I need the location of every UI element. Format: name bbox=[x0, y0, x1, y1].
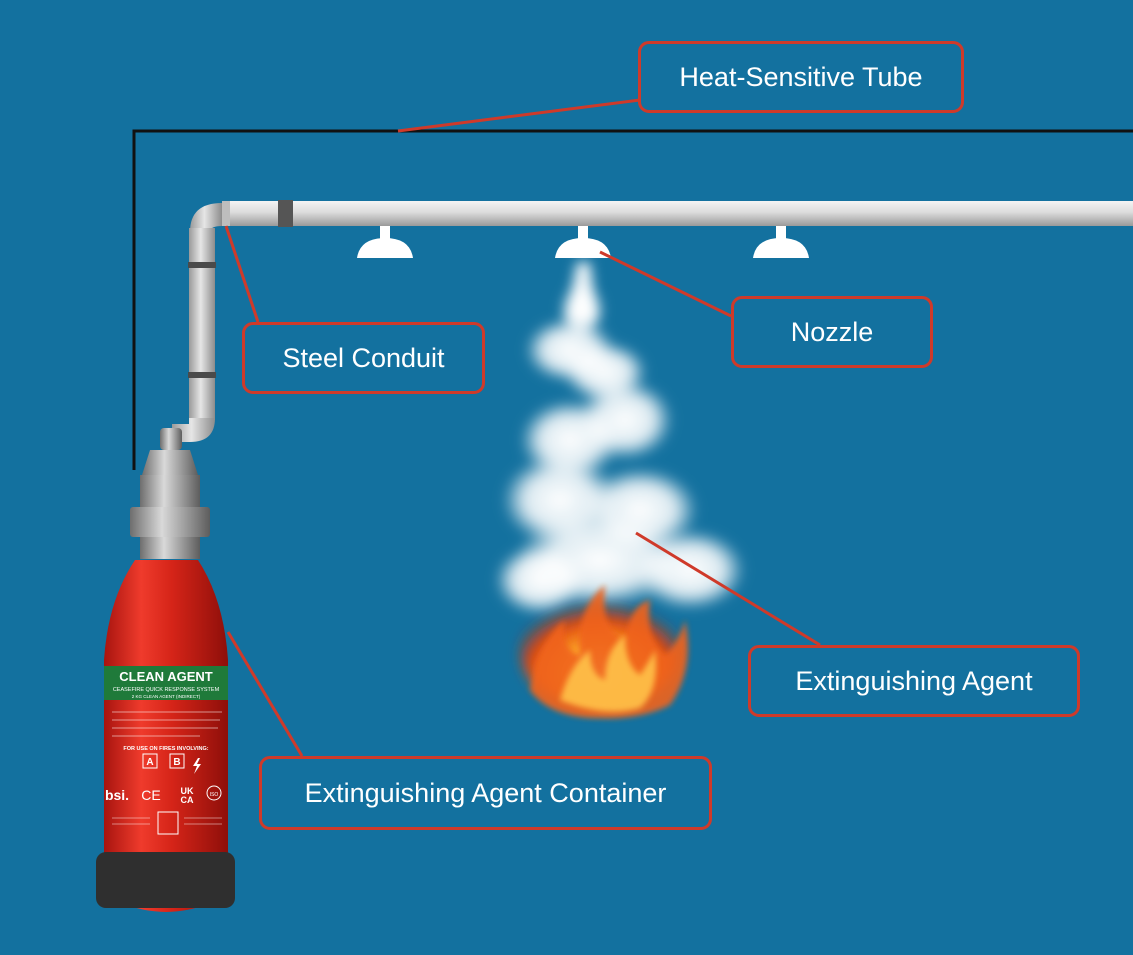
cylinder-mark-iso: ISO bbox=[210, 792, 219, 798]
heat-sensitive-tube-label: Heat-Sensitive Tube bbox=[679, 61, 923, 92]
leader-heat-tube bbox=[397, 98, 641, 133]
class-a-fire-icon: A bbox=[142, 753, 158, 769]
steel-conduit-vertical bbox=[189, 228, 215, 420]
conduit-end bbox=[222, 201, 230, 226]
extinguishing-agent-label: Extinguishing Agent bbox=[795, 665, 1033, 696]
nozzle-2 bbox=[555, 226, 611, 258]
extinguishing-agent-container-callout: Extinguishing Agent Container bbox=[259, 756, 712, 830]
cylinder-label-band bbox=[104, 666, 228, 700]
steel-conduit-horizontal bbox=[222, 201, 1133, 226]
leader-agent bbox=[635, 531, 821, 647]
nozzle-label: Nozzle bbox=[790, 316, 874, 347]
cylinder-logo-box bbox=[157, 811, 179, 835]
cylinder-mark-ce: CE bbox=[141, 787, 160, 803]
extinguishing-agent-container-label: Extinguishing Agent Container bbox=[304, 777, 667, 808]
cylinder-label-subtitle: CEASEFIRE QUICK RESPONSE SYSTEM bbox=[113, 687, 220, 693]
leader-nozzle bbox=[599, 250, 732, 318]
cylinder-use-on: FOR USE ON FIRES INVOLVING: bbox=[123, 746, 208, 752]
svg-text:A: A bbox=[146, 757, 153, 768]
fire bbox=[520, 585, 688, 719]
extinguishing-agent-container: CLEAN AGENT CEASEFIRE QUICK RESPONSE SYS… bbox=[96, 560, 235, 912]
leader-steel-conduit bbox=[224, 225, 260, 323]
cylinder-mark-bsi: bsi. bbox=[105, 787, 129, 803]
cylinder-label-detail: 2 KG CLEAN AGENT (INDIRECT) bbox=[132, 694, 201, 699]
cylinder-valve bbox=[130, 428, 210, 559]
conduit-coupling-vertical-2 bbox=[188, 372, 216, 378]
class-b-fire-icon: B bbox=[169, 753, 185, 769]
extinguishing-agent-cloud bbox=[495, 262, 745, 615]
leader-lines bbox=[224, 98, 821, 757]
leader-container bbox=[226, 631, 304, 757]
cylinder-label-title: CLEAN AGENT bbox=[119, 669, 212, 684]
lightning-bolt-icon bbox=[193, 758, 201, 774]
nozzle-3 bbox=[753, 226, 809, 258]
nozzle-callout: Nozzle bbox=[731, 296, 933, 368]
cylinder-mark-ukca-top: UK bbox=[181, 786, 194, 796]
steel-conduit-label: Steel Conduit bbox=[282, 342, 445, 373]
conduit-elbow-top bbox=[190, 203, 222, 232]
nozzle-1 bbox=[357, 226, 413, 258]
conduit-coupling bbox=[278, 200, 293, 227]
conduit-coupling-vertical-1 bbox=[188, 262, 216, 268]
cylinder-mark-ukca-bottom: CA bbox=[181, 795, 194, 805]
cylinder-base-boot bbox=[96, 852, 235, 908]
conduit-elbow-bottom bbox=[172, 418, 215, 442]
iso-mark-icon bbox=[206, 785, 222, 801]
svg-text:B: B bbox=[173, 757, 180, 768]
heat-sensitive-tube bbox=[132, 129, 1133, 470]
steel-conduit-callout: Steel Conduit bbox=[242, 322, 485, 394]
heat-sensitive-tube-callout: Heat-Sensitive Tube bbox=[638, 41, 964, 113]
extinguishing-agent-callout: Extinguishing Agent bbox=[748, 645, 1080, 717]
